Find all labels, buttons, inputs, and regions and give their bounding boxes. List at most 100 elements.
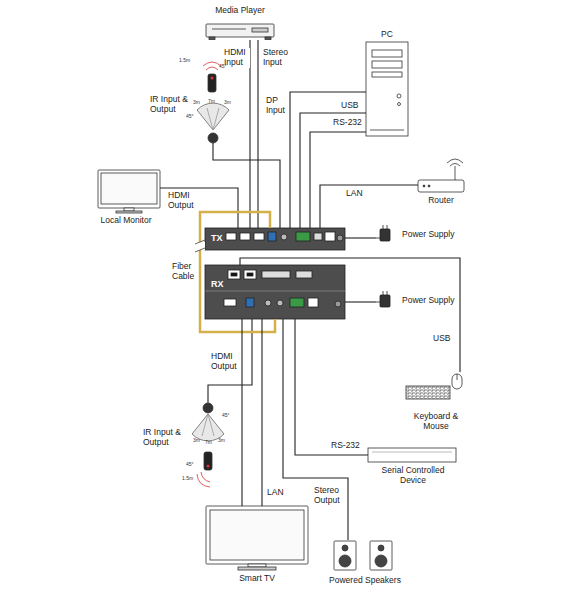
ir-range-note: 7m — [208, 99, 215, 104]
device-label: Power Supply — [402, 296, 454, 306]
local-monitor-icon-part — [124, 208, 134, 211]
media-player-icon-part — [212, 29, 246, 30]
cable-label: USB — [432, 334, 451, 344]
ir-label: IR Input & Output — [143, 428, 187, 448]
ir-bottom-devices — [192, 319, 252, 487]
ir-bottom-devices-part — [201, 472, 210, 482]
fiber-break-mark — [195, 240, 205, 252]
cable-label: LAN — [266, 488, 285, 498]
cable — [320, 185, 418, 228]
device-node: Power Supply — [376, 226, 454, 246]
keyboard-mouse-icon — [406, 374, 462, 399]
tx-unit-part — [254, 233, 264, 240]
device-node: Powered Speakers — [326, 540, 404, 588]
cable — [290, 92, 366, 228]
ir-label: IR Input & Output — [150, 95, 194, 115]
tx-unit-part — [281, 234, 287, 240]
device-label: Local Monitor — [92, 216, 160, 226]
keyboard-mouse-icon-part — [457, 374, 458, 380]
smart-tv-icon-part — [210, 510, 304, 560]
ir-bottom-devices-part — [202, 414, 208, 436]
device-label: Keyboard & Mouse — [404, 412, 468, 432]
ir-bottom-devices-part — [207, 465, 210, 468]
ir-range-note: 1.5m — [182, 476, 193, 481]
cable — [345, 301, 376, 302]
cable-label: LAN — [345, 189, 364, 199]
ir-range-note: 45° — [186, 114, 194, 119]
device-node: Power Supply — [376, 292, 454, 312]
media-player-icon-part — [265, 37, 271, 40]
cable-label: RS-232 — [332, 118, 363, 128]
device-node: Router — [418, 164, 464, 208]
smart-tv-icon-part — [248, 564, 266, 567]
speaker-icon-part — [378, 545, 384, 551]
device-label: Power Supply — [402, 230, 454, 240]
ir-top-devices-part — [207, 108, 213, 130]
power-adapter-icon-part — [376, 302, 380, 303]
serial-device-icon-part — [372, 452, 452, 453]
rx-unit — [205, 265, 345, 319]
fiber-break-mark-part — [195, 240, 205, 244]
device-label: Router — [418, 196, 464, 206]
device-node: Serial Controlled Device — [368, 448, 458, 490]
media-player-icon-part — [209, 37, 215, 40]
local-monitor-icon-part — [101, 173, 157, 204]
cable — [300, 113, 366, 228]
router-icon-part — [418, 180, 464, 192]
cable-label: HDMI Output — [210, 352, 240, 372]
device-label: Serial Controlled Device — [368, 466, 458, 486]
ir-top-devices-part — [197, 103, 229, 130]
device-node: Local Monitor — [92, 168, 160, 226]
pc-tower-icon-part — [397, 94, 401, 98]
power-adapter-icon-part — [387, 225, 388, 229]
media-player-icon — [206, 24, 274, 40]
ir-top-devices-part — [208, 133, 218, 143]
pc-tower-icon — [366, 42, 408, 136]
serial-device-icon-part — [368, 448, 456, 462]
tx-unit-part — [240, 233, 250, 240]
fiber-cable — [200, 212, 275, 332]
rx-unit-part — [231, 273, 237, 276]
cable — [283, 319, 348, 540]
media-player-icon-part — [206, 24, 274, 37]
ir-range-note: 3m — [193, 100, 200, 105]
router-icon — [418, 159, 464, 192]
ir-range-note: 45° — [222, 413, 230, 418]
ir-range-note: 3m — [218, 438, 225, 443]
extender-unit: TX — [205, 228, 345, 250]
device-label: Smart TV — [206, 574, 308, 584]
rx-unit-part — [224, 299, 236, 306]
router-icon-part — [455, 166, 456, 180]
ir-top-devices-part — [213, 108, 219, 130]
router-icon-part — [423, 185, 425, 187]
speaker-icon-part — [339, 555, 351, 567]
ir-range-note: 3m — [224, 100, 231, 105]
extender-unit: RX — [205, 265, 345, 319]
tx-unit-part — [337, 235, 343, 241]
rx-unit-part — [205, 265, 345, 319]
ir-top-devices-part — [203, 62, 221, 66]
keyboard-mouse-icon-part — [406, 386, 450, 399]
speaker-icon — [334, 541, 392, 570]
tx-unit-part — [296, 232, 310, 241]
power-adapter-icon-part — [383, 291, 384, 295]
serial-device-icon — [368, 448, 456, 462]
rx-unit-part — [335, 301, 341, 307]
cable-label: Stereo Output — [313, 486, 346, 506]
cable — [241, 319, 242, 506]
tx-unit-part — [205, 228, 345, 250]
ir-bottom-devices-part — [197, 474, 210, 487]
ir-bottom-devices-part — [192, 414, 224, 441]
device-node: Keyboard & Mouse — [404, 372, 468, 430]
ir-top-devices-part — [206, 67, 218, 70]
ir-range-note: 45° — [186, 462, 194, 467]
cable-label: HDMI Input — [223, 48, 250, 68]
pc-tower-icon-part — [366, 42, 408, 136]
ir-range-note: 1.5m — [179, 58, 190, 63]
power-adapter-icon-part — [380, 295, 390, 307]
pc-tower-icon-part — [372, 61, 402, 68]
cable-label: HDMI Output — [167, 191, 197, 211]
router-icon-part — [428, 185, 430, 187]
